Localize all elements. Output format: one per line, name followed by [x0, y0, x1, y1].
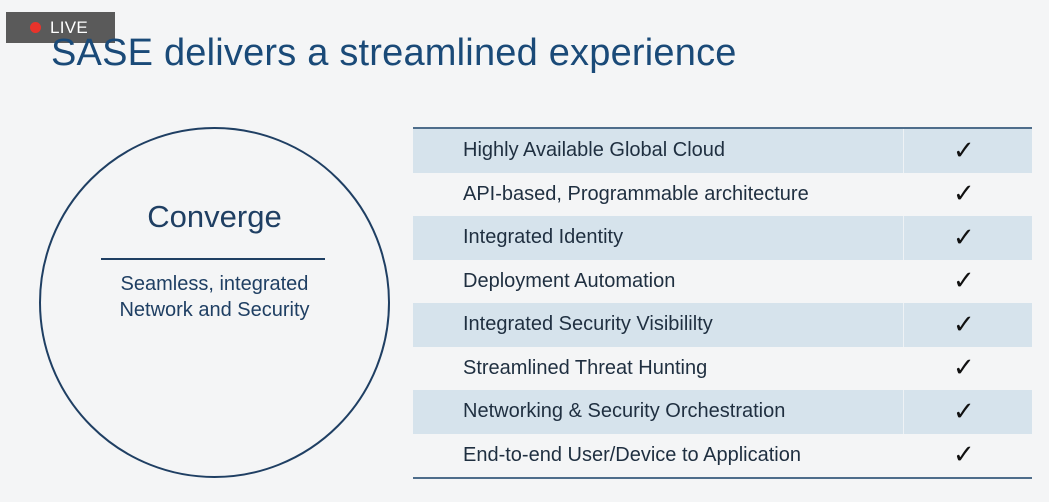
converge-subtext-line-2: Network and Security — [119, 299, 310, 321]
converge-circle: Converge Seamless, integrated Network an… — [39, 127, 390, 478]
feature-row: Integrated Identity ✓ — [413, 216, 1032, 260]
feature-row: Networking & Security Orchestration ✓ — [413, 390, 1032, 434]
check-icon: ✓ — [953, 353, 975, 384]
feature-label: Deployment Automation — [463, 269, 676, 292]
feature-row: Streamlined Threat Hunting ✓ — [413, 347, 1032, 391]
feature-label: Integrated Identity — [463, 226, 624, 249]
feature-row: Highly Available Global Cloud ✓ — [413, 129, 1032, 173]
feature-label: End-to-end User/Device to Application — [463, 443, 801, 466]
converge-subtext-line-1: Seamless, integrated — [120, 273, 309, 295]
check-icon: ✓ — [953, 222, 975, 253]
column-divider — [903, 303, 904, 347]
check-icon: ✓ — [953, 309, 975, 340]
check-icon: ✓ — [953, 396, 975, 427]
feature-label: Highly Available Global Cloud — [463, 139, 726, 162]
live-dot-icon — [30, 22, 41, 33]
feature-label: Networking & Security Orchestration — [463, 400, 786, 423]
feature-row: API-based, Programmable architecture ✓ — [413, 173, 1032, 217]
feature-label: Streamlined Threat Hunting — [463, 356, 708, 379]
column-divider — [903, 390, 904, 434]
converge-heading: Converge — [147, 199, 282, 234]
check-icon: ✓ — [953, 440, 975, 471]
feature-table: Highly Available Global Cloud ✓ API-base… — [413, 127, 1032, 479]
feature-row: Integrated Security Visibililty ✓ — [413, 303, 1032, 347]
live-label: LIVE — [50, 17, 89, 37]
feature-row: Deployment Automation ✓ — [413, 260, 1032, 304]
column-divider — [903, 216, 904, 260]
circle-divider — [101, 258, 325, 260]
column-divider — [903, 129, 904, 173]
live-badge: LIVE — [6, 12, 115, 43]
converge-subtext: Seamless, integrated Network and Securit… — [41, 271, 388, 323]
feature-label: Integrated Security Visibililty — [463, 313, 713, 336]
slide-title: SASE delivers a streamlined experience — [51, 32, 737, 74]
check-icon: ✓ — [953, 135, 975, 166]
feature-row: End-to-end User/Device to Application ✓ — [413, 434, 1032, 478]
feature-label: API-based, Programmable architecture — [463, 182, 809, 205]
check-icon: ✓ — [953, 266, 975, 297]
check-icon: ✓ — [953, 179, 975, 210]
